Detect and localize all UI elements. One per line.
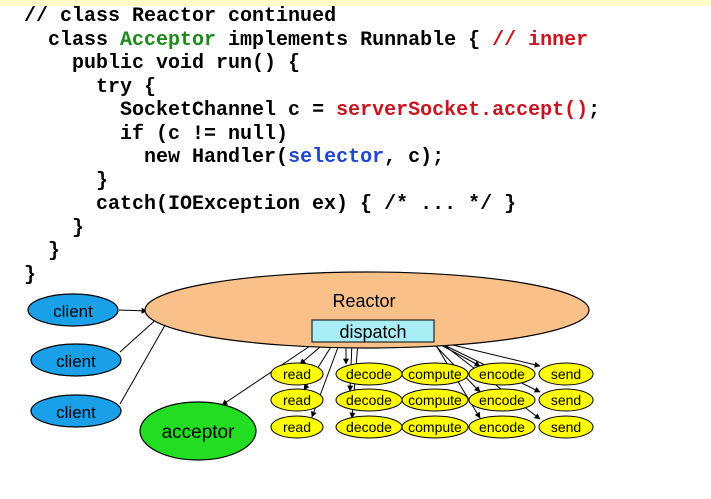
- code-token: }: [96, 169, 109, 193]
- code-token: implements Runnable {: [216, 28, 493, 52]
- connector-line: [119, 315, 161, 353]
- client-label: client: [56, 403, 96, 422]
- client-node: client: [30, 343, 122, 377]
- handler-encode-node: encode: [468, 415, 536, 439]
- acceptor-node: [139, 401, 257, 461]
- code-line: new Handler(selector, c);: [0, 146, 711, 170]
- handler-label: encode: [479, 392, 525, 408]
- code-line: SocketChannel c = serverSocket.accept();: [0, 99, 711, 123]
- code-token: ;: [588, 99, 601, 122]
- handler-send-node: send: [538, 388, 594, 412]
- handler-decode-node: decode: [335, 362, 403, 386]
- connector-line: [221, 341, 317, 406]
- handler-encode-node: encode: [468, 388, 536, 412]
- code-token: SocketChannel c =: [120, 99, 337, 122]
- code-line: catch(IOException ex) { /* ... */ }: [0, 193, 711, 217]
- code-token: public void run() {: [72, 52, 301, 75]
- handler-compute-node: compute: [401, 362, 469, 386]
- handler-label: send: [551, 392, 581, 408]
- handler-label: send: [551, 419, 581, 435]
- code-token: new Handler(: [144, 146, 289, 169]
- handler-label: decode: [346, 419, 392, 435]
- code-token: }: [72, 216, 85, 240]
- handler-label: read: [283, 392, 311, 408]
- client-node: client: [27, 293, 119, 327]
- handler-compute-node: compute: [401, 388, 469, 412]
- handler-label: read: [283, 419, 311, 435]
- handler-decode-node: decode: [335, 388, 403, 412]
- code-token: try {: [96, 75, 157, 99]
- dispatch-label: dispatch: [339, 322, 406, 342]
- acceptor-label: acceptor: [162, 422, 236, 443]
- code-token: Acceptor: [120, 28, 217, 52]
- handler-label: compute: [408, 392, 462, 408]
- handler-encode-node: encode: [468, 362, 536, 386]
- top-accent-bar: [0, 0, 711, 6]
- code-line: }: [0, 240, 711, 264]
- code-line: try {: [0, 76, 711, 100]
- code-token: , c);: [384, 146, 445, 169]
- code-token: serverSocket.accept(): [336, 99, 589, 122]
- handler-label: encode: [479, 366, 525, 382]
- code-line: // class Reactor continued: [0, 5, 711, 29]
- handler-compute-node: compute: [401, 415, 469, 439]
- reactor-label: Reactor: [332, 291, 395, 311]
- code-token: // class Reactor continued: [24, 5, 337, 28]
- code-line: }: [0, 264, 711, 288]
- code-listing: // class Reactor continued class Accepto…: [0, 5, 711, 287]
- client-node: client: [30, 394, 122, 428]
- code-token: catch(IOException ex) { /* ... */ }: [96, 193, 517, 216]
- connector-line: [119, 319, 169, 405]
- code-line: public void run() {: [0, 52, 711, 76]
- handler-grid: read decode compute encode send read decode com…: [270, 362, 594, 439]
- code-token: }: [24, 263, 37, 287]
- handler-label: encode: [479, 419, 525, 435]
- handler-read-node: read: [270, 388, 324, 412]
- code-line: if (c != null): [0, 123, 711, 147]
- dispatch-box: [311, 319, 435, 343]
- code-token: class: [48, 28, 121, 52]
- client-label: client: [56, 352, 96, 371]
- reactor-ellipse: [144, 271, 590, 349]
- handler-read-node: read: [270, 415, 324, 439]
- handler-label: decode: [346, 366, 392, 382]
- handler-label: read: [283, 366, 311, 382]
- handler-label: send: [551, 366, 581, 382]
- code-line: class Acceptor implements Runnable { // …: [0, 29, 711, 53]
- handler-label: decode: [346, 392, 392, 408]
- code-line: }: [0, 217, 711, 241]
- client-label: client: [53, 302, 93, 321]
- code-token: }: [48, 240, 61, 263]
- code-token: if (c != null): [120, 122, 289, 146]
- handler-label: compute: [408, 419, 462, 435]
- handler-label: compute: [408, 366, 462, 382]
- code-token: selector: [288, 146, 385, 169]
- handler-send-node: send: [538, 362, 594, 386]
- code-line: }: [0, 170, 711, 194]
- handler-decode-node: decode: [335, 415, 403, 439]
- handler-send-node: send: [538, 415, 594, 439]
- connector-line: [118, 307, 148, 314]
- handler-read-node: read: [270, 362, 324, 386]
- code-token: // inner: [492, 28, 589, 52]
